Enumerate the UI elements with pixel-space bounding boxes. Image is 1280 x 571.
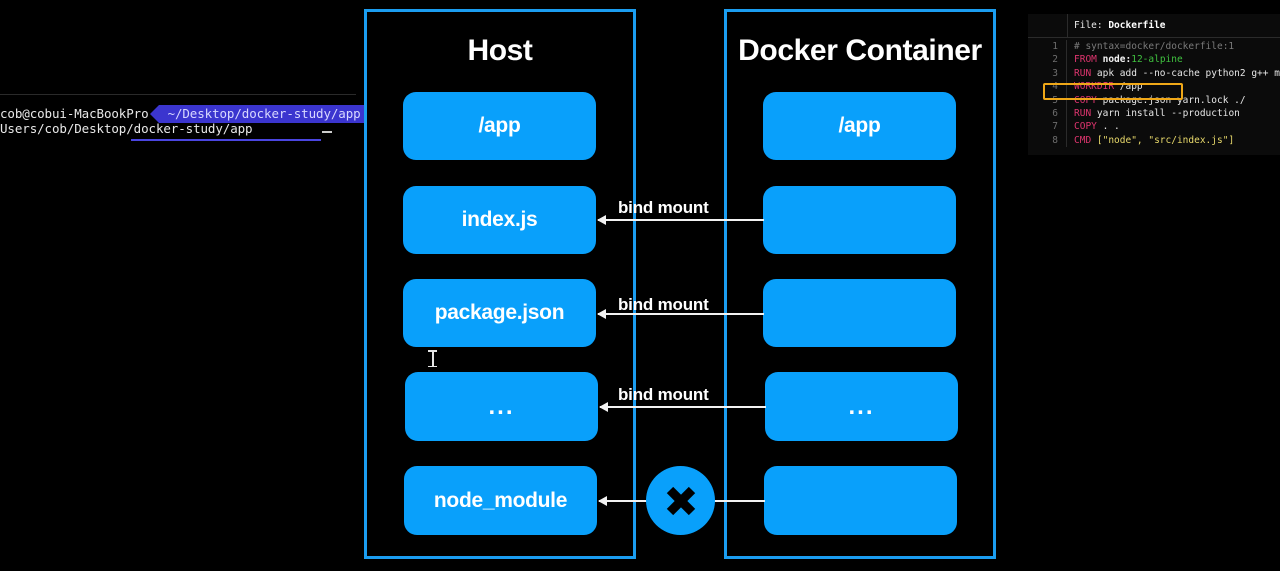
container-node-2[interactable] (763, 279, 956, 347)
code-line[interactable]: 5 COPY package.json yarn.lock ./ (1028, 93, 1280, 107)
container-node-ellipsis[interactable]: ... (765, 372, 958, 441)
bind-mount-label-2: bind mount (618, 295, 709, 314)
host-panel-title: Host (467, 34, 533, 67)
code-line-text: COPY . . (1074, 121, 1120, 133)
terminal-output-underline (131, 139, 321, 141)
code-line[interactable]: 7 COPY . . (1028, 120, 1280, 134)
code-line-text: # syntax=docker/dockerfile:1 (1074, 41, 1235, 52)
code-line[interactable]: 4 WORKDIR /app (1028, 80, 1280, 94)
code-panel-filename: File: Dockerfile (1074, 20, 1166, 31)
code-line-text: WORKDIR /app (1074, 81, 1143, 93)
code-line-number: 1 (1028, 40, 1067, 54)
host-node-packagejson[interactable]: package.json (403, 279, 596, 347)
code-line-text: FROM node:12-alpine (1074, 54, 1183, 66)
code-line-number: 7 (1028, 120, 1067, 134)
dockerfile-code-panel[interactable]: File: Dockerfile 1 # syntax=docker/docker… (1028, 14, 1280, 155)
code-line-number: 6 (1028, 106, 1067, 121)
code-line[interactable]: 8 CMD ["node", "src/index.js"] (1028, 133, 1280, 148)
bind-mount-label-1: bind mount (618, 198, 709, 217)
bind-mount-arrow-3 (599, 402, 766, 412)
code-line-number: 8 (1028, 133, 1067, 148)
terminal-window[interactable]: cob@cobui-MacBookPro ~/Desktop/docker-st… (0, 0, 410, 150)
bind-mount-arrow-2 (597, 309, 764, 319)
code-line-number: 4 (1028, 80, 1067, 94)
code-line[interactable]: 6 RUN yarn install --production (1028, 106, 1280, 121)
code-line-number: 2 (1028, 53, 1067, 67)
bind-mount-label-3: bind mount (618, 385, 709, 404)
code-line-text: RUN apk add --no-cache python2 g++ make (1074, 67, 1280, 79)
terminal-user-host: cob@cobui-MacBookPro (0, 106, 149, 121)
code-line-number: 5 (1028, 93, 1067, 107)
code-line[interactable]: 1 # syntax=docker/dockerfile:1 (1028, 40, 1280, 54)
container-node-app[interactable]: /app (763, 92, 956, 160)
code-line-text: COPY package.json yarn.lock ./ (1074, 94, 1246, 106)
host-node-indexjs[interactable]: index.js (403, 186, 596, 254)
terminal-path-segment: ~/Desktop/docker-study/app (149, 105, 377, 123)
code-line-text: RUN yarn install --production (1074, 107, 1240, 119)
terminal-prompt-line: cob@cobui-MacBookPro ~/Desktop/docker-st… (0, 105, 410, 123)
terminal-output: Users/cob/Desktop/docker-study/app (0, 121, 253, 136)
code-panel-body[interactable]: 1 # syntax=docker/dockerfile:1 2 FROM node:… (1028, 38, 1280, 148)
terminal-divider (0, 94, 356, 95)
code-line[interactable]: 3 RUN apk add --no-cache python2 g++ make (1028, 66, 1280, 81)
container-node-4[interactable] (764, 466, 957, 535)
cross-circle-icon (646, 466, 715, 535)
code-line-text: CMD ["node", "src/index.js"] (1074, 134, 1235, 146)
bind-mount-arrow-1 (597, 215, 764, 225)
code-panel-header: File: Dockerfile (1028, 14, 1280, 38)
host-node-ellipsis[interactable]: ... (405, 372, 598, 441)
host-node-node-module[interactable]: node_module (404, 466, 597, 535)
terminal-caret (322, 131, 332, 133)
docker-container-panel-title: Docker Container (738, 34, 982, 67)
text-ibeam-cursor-icon (428, 350, 437, 367)
code-header-gutter (1028, 14, 1068, 37)
code-line-number: 3 (1028, 66, 1067, 81)
host-node-app[interactable]: /app (403, 92, 596, 160)
code-line[interactable]: 2 FROM node:12-alpine (1028, 53, 1280, 67)
container-node-1[interactable] (763, 186, 956, 254)
